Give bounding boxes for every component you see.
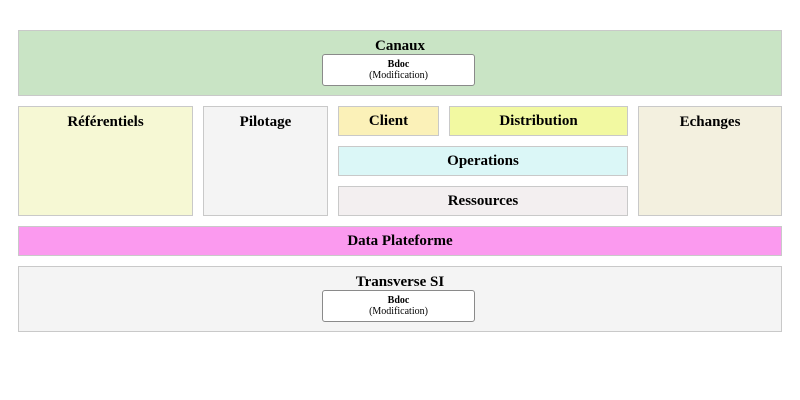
app-box-bdoc-transverse[interactable]: Bdoc (Modification) [322,290,475,322]
block-distribution: Distribution [449,106,628,136]
app-status: (Modification) [369,70,428,81]
app-status: (Modification) [369,306,428,317]
block-referentiels-title: Référentiels [67,114,144,130]
block-distribution-title: Distribution [499,113,578,129]
block-data-plateforme-title: Data Plateforme [347,233,453,249]
block-canaux: Canaux Bdoc (Modification) [18,30,782,96]
block-client: Client [338,106,439,136]
block-referentiels: Référentiels [18,106,193,216]
block-transverse-si-title: Transverse SI [355,274,445,290]
app-name: Bdoc [387,295,410,306]
block-canaux-title: Canaux [374,38,426,54]
block-transverse-si: Transverse SI Bdoc (Modification) [18,266,782,332]
block-pilotage-title: Pilotage [239,114,292,130]
block-operations: Operations [338,146,628,176]
block-pilotage: Pilotage [203,106,328,216]
block-echanges: Echanges [638,106,782,216]
block-data-plateforme: Data Plateforme [18,226,782,256]
block-client-title: Client [368,113,409,129]
block-ressources: Ressources [338,186,628,216]
app-box-bdoc-canaux[interactable]: Bdoc (Modification) [322,54,475,86]
block-echanges-title: Echanges [679,114,741,130]
block-ressources-title: Ressources [447,193,519,209]
app-name: Bdoc [387,59,410,70]
block-operations-title: Operations [447,153,519,169]
